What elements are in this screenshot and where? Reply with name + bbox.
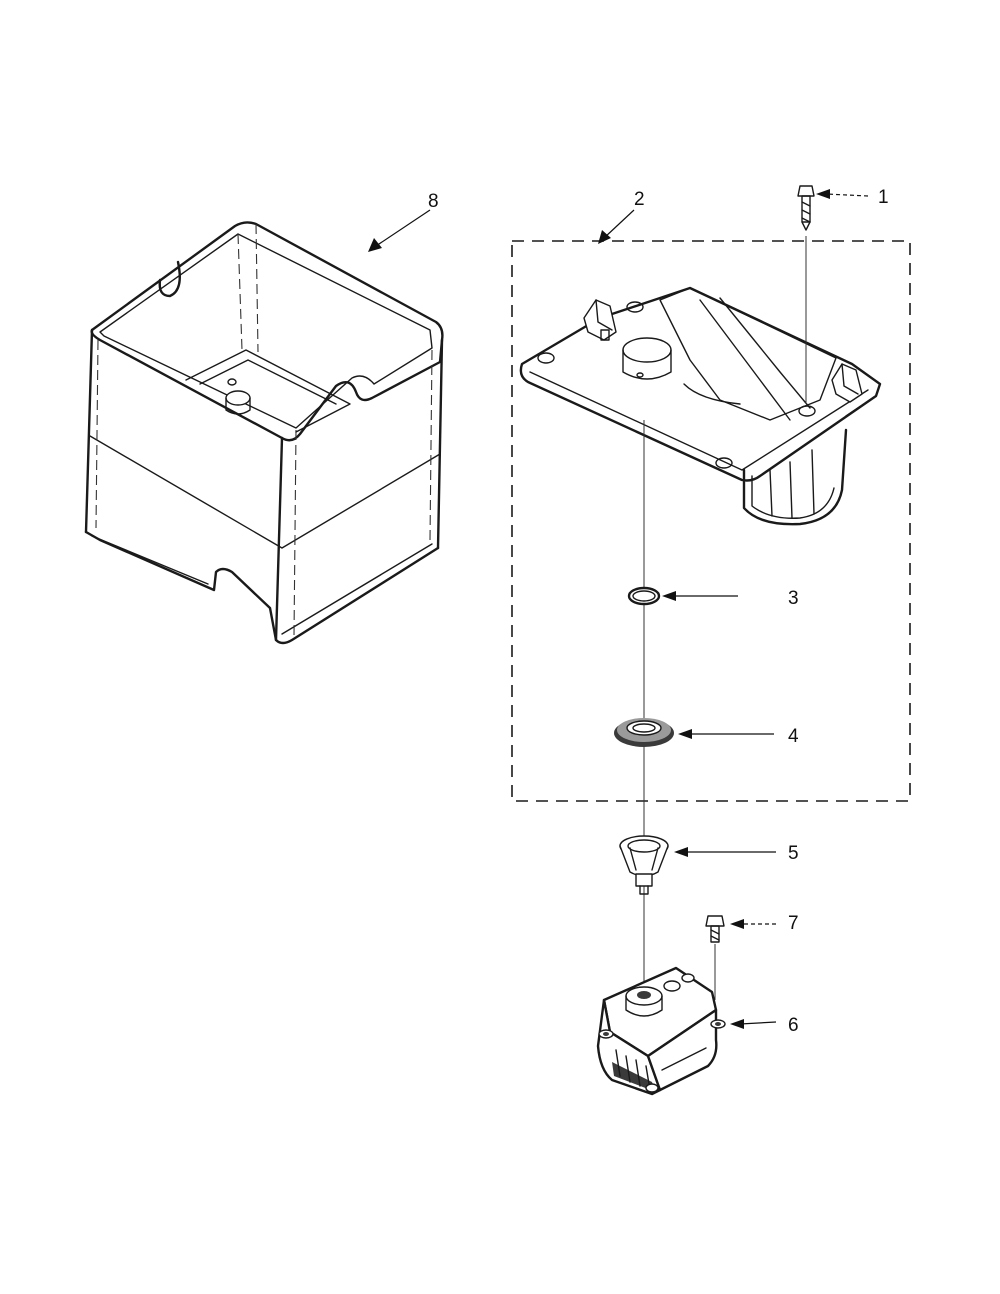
part-7-screw [705,915,725,943]
callout-3: 3 [788,588,799,609]
callout-5: 5 [788,843,799,864]
part-6-gear-motor [596,966,726,1096]
part-8-ice-bucket [84,221,444,645]
callout-1: 1 [878,187,889,208]
part-1-screw [797,185,815,231]
callout-2: 2 [634,189,645,210]
callout-6: 6 [788,1015,799,1036]
callout-7: 7 [788,913,799,934]
part-3-ring [627,586,661,606]
part-4-bearing [614,718,674,747]
part-5-coupler [619,835,669,895]
callout-4: 4 [788,726,799,747]
callout-8: 8 [428,191,439,212]
ice-dispenser-housing [519,286,882,526]
